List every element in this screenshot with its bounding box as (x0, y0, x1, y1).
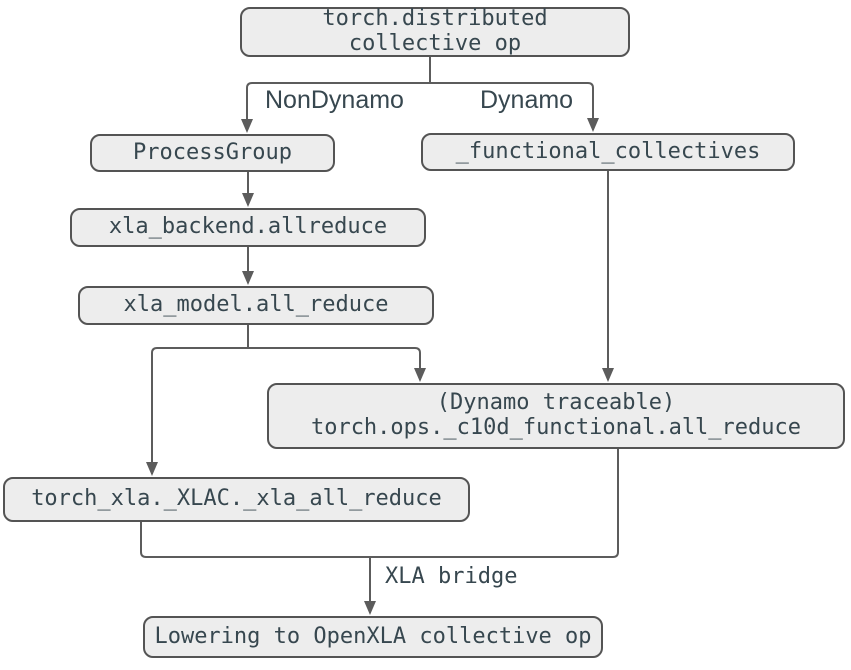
node-xla-backend-allreduce: xla_backend.allreduce (70, 208, 426, 247)
node-lowering-openxla-label: Lowering to OpenXLA collective op (154, 623, 592, 649)
node-functional-collectives-label: _functional_collectives (455, 138, 761, 164)
edge-label-nondynamo: NonDynamo (265, 86, 404, 114)
node-process-group: ProcessGroup (90, 134, 335, 172)
edge-label-dynamo: Dynamo (480, 86, 574, 114)
node-torch-distributed-line1: torch.distributed (322, 6, 548, 32)
node-dynamo-traceable-line1: (Dynamo traceable) (436, 390, 676, 416)
edge-xla-model-to-torch-xla (146, 347, 248, 476)
edge-root-to-process-group (241, 82, 430, 133)
node-dynamo-traceable-line2: torch.ops._c10d_functional.all_reduce (310, 415, 802, 440)
node-xla-backend-allreduce-label: xla_backend.allreduce (108, 214, 388, 240)
node-dynamo-traceable: (Dynamo traceable) torch.ops._c10d_funct… (267, 383, 845, 449)
node-torch-xla-all-reduce: torch_xla._XLAC._xla_all_reduce (3, 477, 470, 522)
edge-root-to-functional-collectives (430, 82, 599, 132)
node-torch-distributed: torch.distributed collective op (240, 6, 630, 57)
node-lowering-openxla: Lowering to OpenXLA collective op (143, 616, 603, 658)
node-functional-collectives: _functional_collectives (421, 133, 795, 171)
node-torch-distributed-line2: collective op (348, 31, 522, 56)
node-process-group-label: ProcessGroup (133, 139, 292, 165)
edge-label-xla-bridge: XLA bridge (385, 564, 518, 589)
edge-merge-rail (140, 449, 619, 558)
node-xla-model-all-reduce-label: xla_model.all_reduce (123, 292, 389, 318)
edge-xla-model-to-dynamo-traceable (248, 347, 426, 382)
node-torch-xla-all-reduce-label: torch_xla._XLAC._xla_all_reduce (31, 486, 442, 512)
node-xla-model-all-reduce: xla_model.all_reduce (78, 286, 434, 325)
